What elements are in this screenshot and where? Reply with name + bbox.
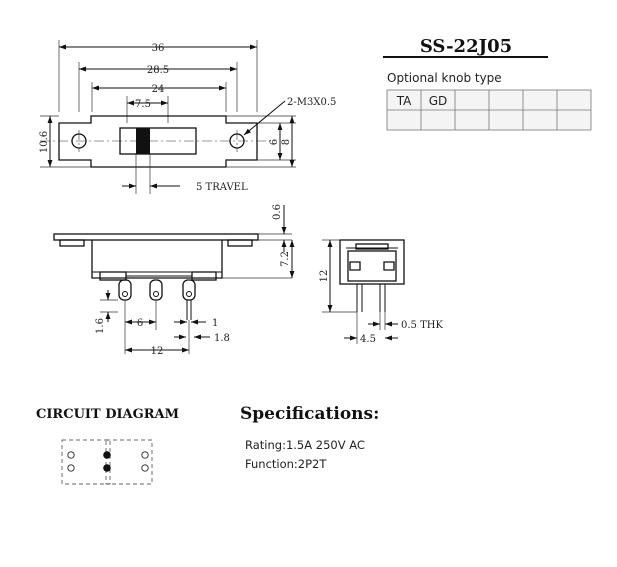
dim-28-5: 28.5	[147, 65, 169, 76]
dim-1-8: 1.8	[214, 333, 230, 344]
circuit-diagram: CIRCUIT DIAGRAM	[36, 407, 179, 485]
circuit-title: CIRCUIT DIAGRAM	[36, 407, 179, 422]
dim-36: 36	[152, 43, 165, 54]
end-view: 12 0.5 THK 4.5	[319, 239, 443, 345]
part-info: SS-22J05 Optional knob type TA GD	[383, 36, 592, 131]
spec-function: Function:2P2T	[245, 457, 327, 471]
switch-body-outline	[58, 115, 258, 168]
dim-0-6: 0.6	[272, 204, 283, 220]
dim-0-5-thk: 0.5 THK	[401, 320, 443, 331]
dim-6-pin: 6	[137, 318, 143, 329]
side-view: 0.6 7.2 1.6 6 1 1.8 12	[53, 204, 295, 357]
dim-12-end: 12	[319, 270, 330, 283]
top-view: 36 28.5 24 7.5 10.6 6 8 2-M3X0.5	[39, 40, 336, 194]
hole-callout: 2-M3X0.5	[287, 97, 336, 108]
dim-7-5: 7.5	[135, 99, 151, 110]
circuit-box-right	[105, 439, 153, 485]
dim-1: 1	[212, 318, 218, 329]
dim-12-pin: 12	[151, 346, 164, 357]
specs-title: Specifications:	[240, 404, 379, 424]
dim-4-5: 4.5	[360, 334, 376, 345]
dim-travel: 5 TRAVEL	[196, 182, 248, 193]
knob-section-title: Optional knob type	[387, 71, 502, 85]
knob-col-1: TA	[396, 94, 412, 108]
dim-10-6: 10.6	[39, 131, 50, 153]
slider-slot	[119, 127, 197, 155]
slider-knob	[136, 128, 150, 154]
dim-24: 24	[152, 84, 165, 95]
circuit-box-left	[61, 439, 111, 485]
part-number: SS-22J05	[420, 36, 512, 57]
spec-rating: Rating:1.5A 250V AC	[245, 438, 365, 452]
dim-6: 6	[269, 139, 280, 145]
end-housing	[339, 239, 405, 285]
knob-table: TA GD	[386, 89, 592, 131]
dim-8: 8	[281, 139, 292, 145]
knob-col-2: GD	[429, 94, 448, 108]
side-flange	[53, 233, 259, 241]
dim-1-6: 1.6	[95, 318, 106, 334]
specifications: Specifications: Rating:1.5A 250V AC Func…	[240, 404, 379, 471]
dim-7-2: 7.2	[280, 251, 291, 267]
